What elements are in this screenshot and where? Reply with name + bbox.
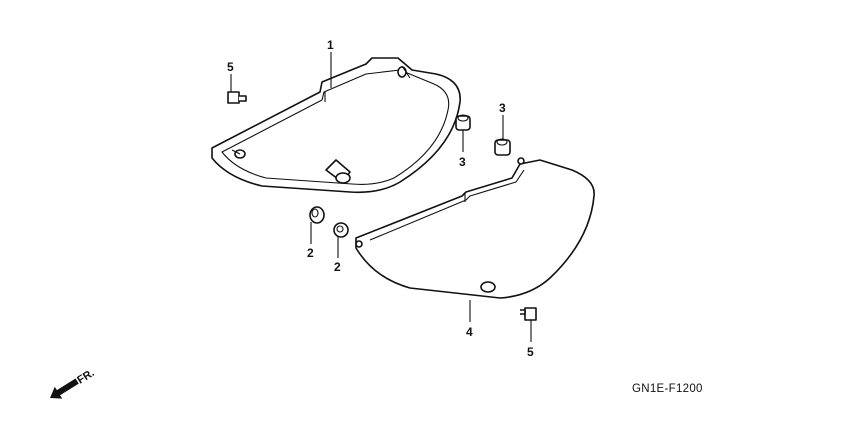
bolt-5a [227,91,247,104]
side-cover-outer [355,157,595,299]
callout-3b: 3 [499,101,506,115]
grommet-2b [333,222,349,238]
callout-5a: 5 [227,60,234,74]
leader-lines [230,52,532,342]
mounting-pin-rear [397,65,411,79]
grommet-3a [455,114,471,131]
grommet-boss [325,159,351,184]
mounting-pin-outer-front [355,240,363,248]
cover-hole [480,281,496,293]
mounting-pin-outer-rear [517,157,525,165]
callout-5b: 5 [527,345,534,359]
bolt-5b [520,307,537,321]
front-direction-indicator: FR. [50,367,97,399]
callout-4: 4 [466,325,473,339]
callout-2a: 2 [307,246,314,260]
grommet-2a [309,206,325,224]
grommet-3b [494,138,511,156]
diagram-code: GN1E-F1200 [632,383,703,395]
side-cover-inner [211,57,461,194]
front-arrow-icon [50,378,79,399]
callout-2b: 2 [334,260,341,274]
callout-3a: 3 [459,155,466,169]
callout-1: 1 [327,38,334,52]
mounting-pin-front [231,149,246,159]
